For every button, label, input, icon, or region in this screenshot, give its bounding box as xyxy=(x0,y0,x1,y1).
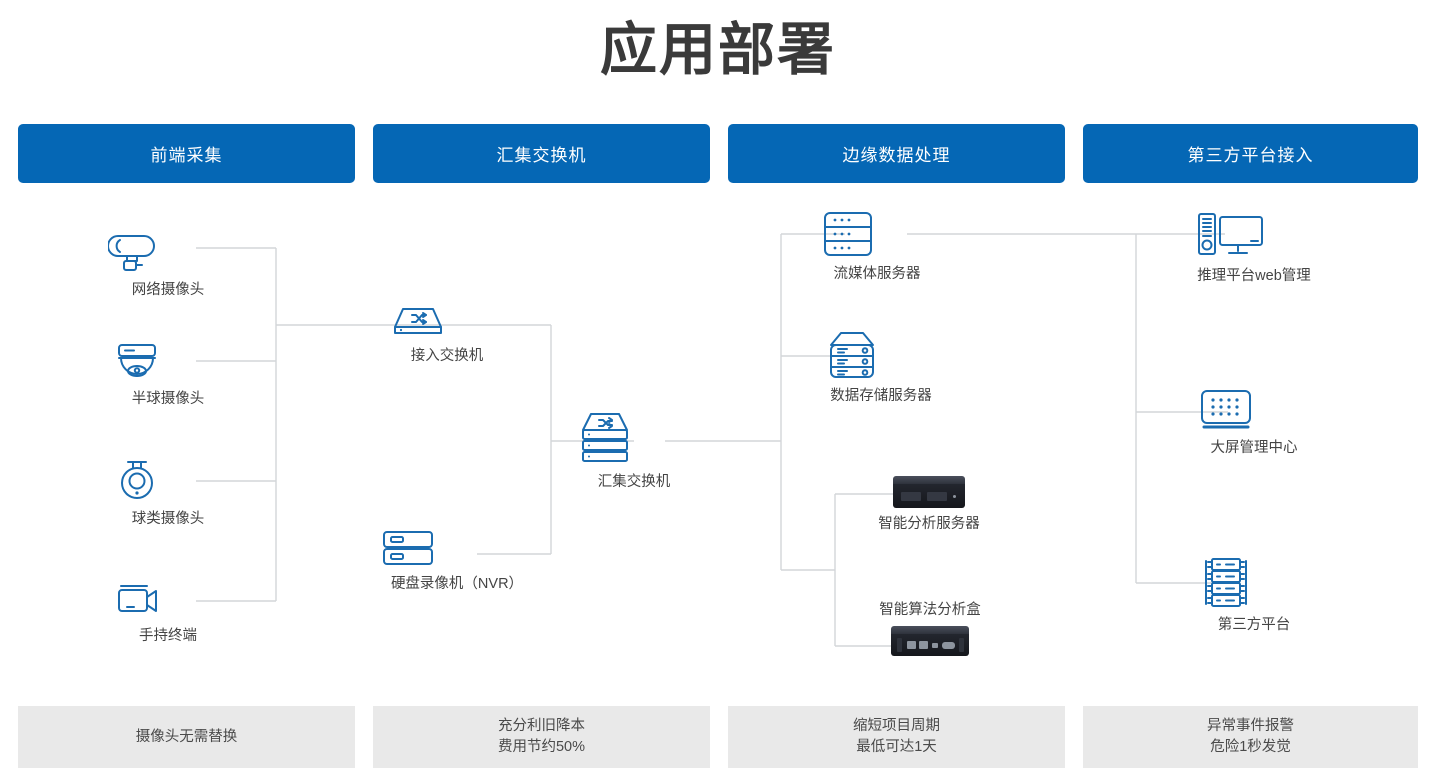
node-ip-camera[interactable]: 网络摄像头 xyxy=(108,226,228,300)
node-ai-analysis-server[interactable]: 智能分析服务器 xyxy=(865,476,993,534)
edge-box-photo xyxy=(866,626,994,656)
node-handheld-terminal[interactable]: 手持终端 xyxy=(108,580,228,646)
analysis-server-photo xyxy=(865,476,993,508)
column-header-edge-data-process[interactable]: 边缘数据处理 xyxy=(728,124,1065,183)
network-switch-icon xyxy=(387,304,507,340)
node-inference-web-management[interactable]: 推理平台web管理 xyxy=(1195,210,1313,286)
footer-shorter-cycle: 缩短项目周期 最低可达1天 xyxy=(728,706,1065,768)
node-aggregation-switch[interactable]: 汇集交换机 xyxy=(574,412,694,492)
node-ptz-camera[interactable]: 球类摄像头 xyxy=(108,457,228,529)
footer-cost-reduction: 充分利旧降本 费用节约50% xyxy=(373,706,710,768)
node-label: 半球摄像头 xyxy=(131,391,205,407)
video-wall-icon xyxy=(1195,388,1313,432)
node-label: 大屏管理中心 xyxy=(1210,440,1298,456)
node-nvr[interactable]: 硬盘录像机（NVR） xyxy=(377,528,537,594)
node-label: 接入交换机 xyxy=(410,348,484,364)
footer-no-camera-replacement: 摄像头无需替换 xyxy=(18,706,355,768)
page-title: 应用部署 xyxy=(600,18,836,82)
footer-line-2: 危险1秒发觉 xyxy=(1210,739,1291,755)
ptz-camera-icon xyxy=(108,457,228,503)
node-label: 汇集交换机 xyxy=(597,474,671,490)
node-label: 第三方平台 xyxy=(1217,617,1291,633)
node-access-switch[interactable]: 接入交换机 xyxy=(387,304,507,366)
node-streaming-server[interactable]: 流媒体服务器 xyxy=(817,210,937,284)
node-third-party-platform[interactable]: 第三方平台 xyxy=(1195,557,1313,635)
node-label: 网络摄像头 xyxy=(131,282,205,298)
node-dome-camera[interactable]: 半球摄像头 xyxy=(108,341,228,409)
node-storage-server[interactable]: 数据存储服务器 xyxy=(821,330,941,406)
node-label: 流媒体服务器 xyxy=(833,266,921,282)
nvr-icon xyxy=(377,528,537,568)
footer-line-2: 费用节约50% xyxy=(497,739,586,755)
desktop-pc-icon xyxy=(1195,210,1313,260)
node-label: 手持终端 xyxy=(139,628,197,644)
stacked-switch-icon xyxy=(574,412,694,466)
camcorder-icon xyxy=(108,580,228,620)
column-header-front-end-capture[interactable]: 前端采集 xyxy=(18,124,355,183)
storage-server-icon xyxy=(821,330,941,380)
footer-line-1: 摄像头无需替换 xyxy=(135,728,238,745)
server-rack-icon xyxy=(1195,557,1313,609)
node-label: 推理平台web管理 xyxy=(1197,268,1311,284)
footer-event-alarm: 异常事件报警 危险1秒发觉 xyxy=(1083,706,1418,768)
column-header-aggregation-switch[interactable]: 汇集交换机 xyxy=(373,124,710,183)
dome-camera-icon xyxy=(108,341,228,383)
column-header-third-party-access[interactable]: 第三方平台接入 xyxy=(1083,124,1418,183)
bullet-camera-icon xyxy=(108,226,228,274)
footer-line-1: 异常事件报警 xyxy=(1207,718,1294,734)
node-label: 球类摄像头 xyxy=(131,511,205,527)
node-label: 智能分析服务器 xyxy=(878,516,980,532)
node-label: 数据存储服务器 xyxy=(830,388,932,404)
footer-line-2: 最低可达1天 xyxy=(856,739,937,755)
node-label: 硬盘录像机（NVR） xyxy=(390,576,524,592)
rack-server-icon xyxy=(817,210,937,258)
footer-line-1: 缩短项目周期 xyxy=(853,718,940,734)
node-label: 智能算法分析盒 xyxy=(879,602,981,618)
node-video-wall[interactable]: 大屏管理中心 xyxy=(1195,388,1313,458)
footer-line-1: 充分利旧降本 xyxy=(498,718,585,734)
node-ai-algorithm-box[interactable]: 智能算法分析盒 xyxy=(866,600,994,656)
